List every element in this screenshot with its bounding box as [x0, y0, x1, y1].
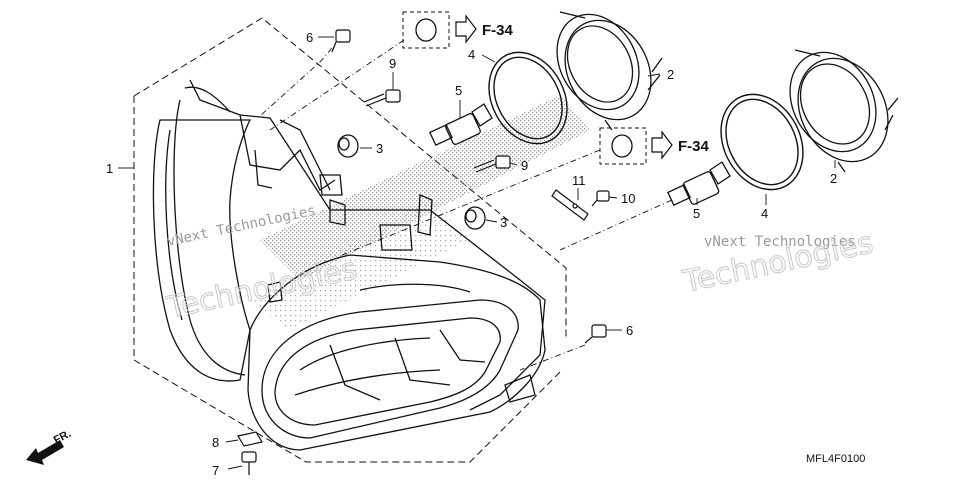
callout-2-upper: 2 — [667, 67, 674, 82]
callout-8: 8 — [212, 435, 219, 450]
grommet-ref-mid — [599, 127, 647, 165]
diagram-code: MFL4F0100 — [806, 453, 865, 465]
callout-1: 1 — [106, 161, 113, 176]
dust-cover-upper — [556, 11, 663, 131]
headlight-body — [152, 79, 546, 451]
outline-arrow-icon — [651, 130, 673, 160]
o-ring-upper — [488, 51, 568, 145]
clamp-11 — [551, 189, 589, 221]
bulb-upper — [429, 103, 493, 147]
watermark-big-left: Technologies — [163, 252, 360, 327]
o-ring-lower — [720, 93, 804, 191]
callout-5-upper: 5 — [455, 83, 462, 98]
grommet-upper — [337, 134, 359, 158]
callout-9-lower: 9 — [521, 158, 528, 173]
screw-10 — [591, 190, 610, 207]
reference-label-mid: F-34 — [678, 138, 710, 155]
callout-6-upper: 6 — [306, 30, 313, 45]
callout-4-lower: 4 — [761, 206, 768, 221]
reference-label-top: F-34 — [482, 22, 514, 39]
grommet-ref-top — [402, 11, 450, 49]
callout-11: 11 — [572, 173, 586, 188]
screw-6-upper — [331, 29, 351, 53]
bolt-9-lower — [473, 155, 511, 173]
shading-bands — [250, 95, 590, 330]
grommet-lower — [464, 206, 486, 230]
callout-9-upper: 9 — [389, 56, 396, 71]
outline-arrow-icon — [455, 14, 477, 44]
callout-7: 7 — [212, 463, 219, 478]
assembly-frame — [133, 17, 567, 463]
clip-nut-8 — [237, 431, 263, 447]
callout-3-lower: 3 — [500, 215, 507, 230]
callout-10: 10 — [621, 191, 635, 206]
dust-cover-lower — [789, 49, 899, 173]
leader-lines — [118, 36, 836, 470]
callout-5-lower: 5 — [693, 206, 700, 221]
front-arrow-icon — [26, 440, 64, 465]
watermark-small-right: vNext Technologies — [704, 234, 856, 250]
bulb-lower — [667, 161, 731, 207]
front-label: FR. — [52, 428, 73, 447]
bolt-7 — [241, 451, 257, 475]
callout-3-upper: 3 — [376, 141, 383, 156]
bolt-9-upper — [363, 89, 401, 107]
callout-6-lower: 6 — [626, 323, 633, 338]
callout-4-upper: 4 — [468, 47, 475, 62]
callout-2-lower: 2 — [830, 171, 837, 186]
screw-6-lower — [584, 324, 607, 344]
